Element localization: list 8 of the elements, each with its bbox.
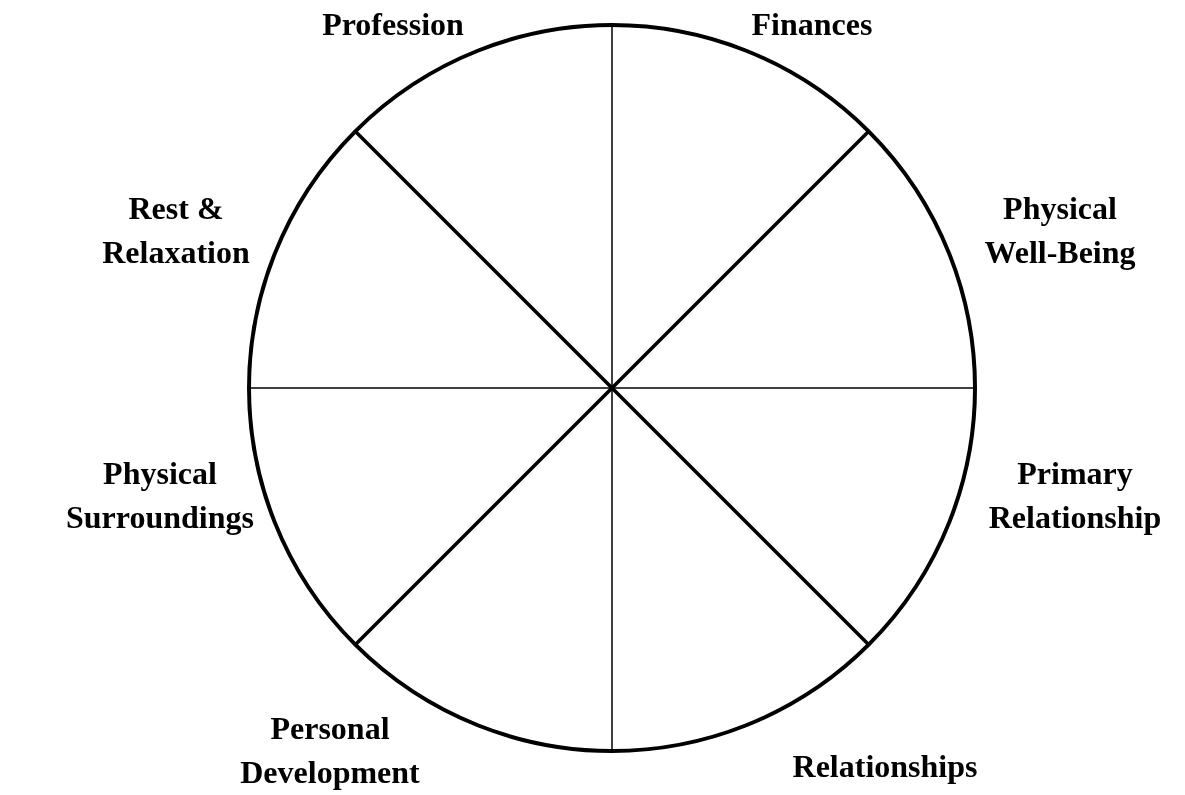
segment-label: Physical Surroundings bbox=[65, 454, 255, 537]
segment-label: Physical Well-Being bbox=[983, 189, 1137, 272]
segment-label: Profession bbox=[321, 5, 465, 44]
segment-label: Primary Relationship bbox=[987, 454, 1163, 537]
segment-label: Personal Development bbox=[239, 709, 421, 792]
segment-label: Relationships bbox=[791, 747, 979, 786]
segment-label: Rest & Relaxation bbox=[101, 189, 251, 272]
segment-label: Finances bbox=[750, 5, 874, 44]
